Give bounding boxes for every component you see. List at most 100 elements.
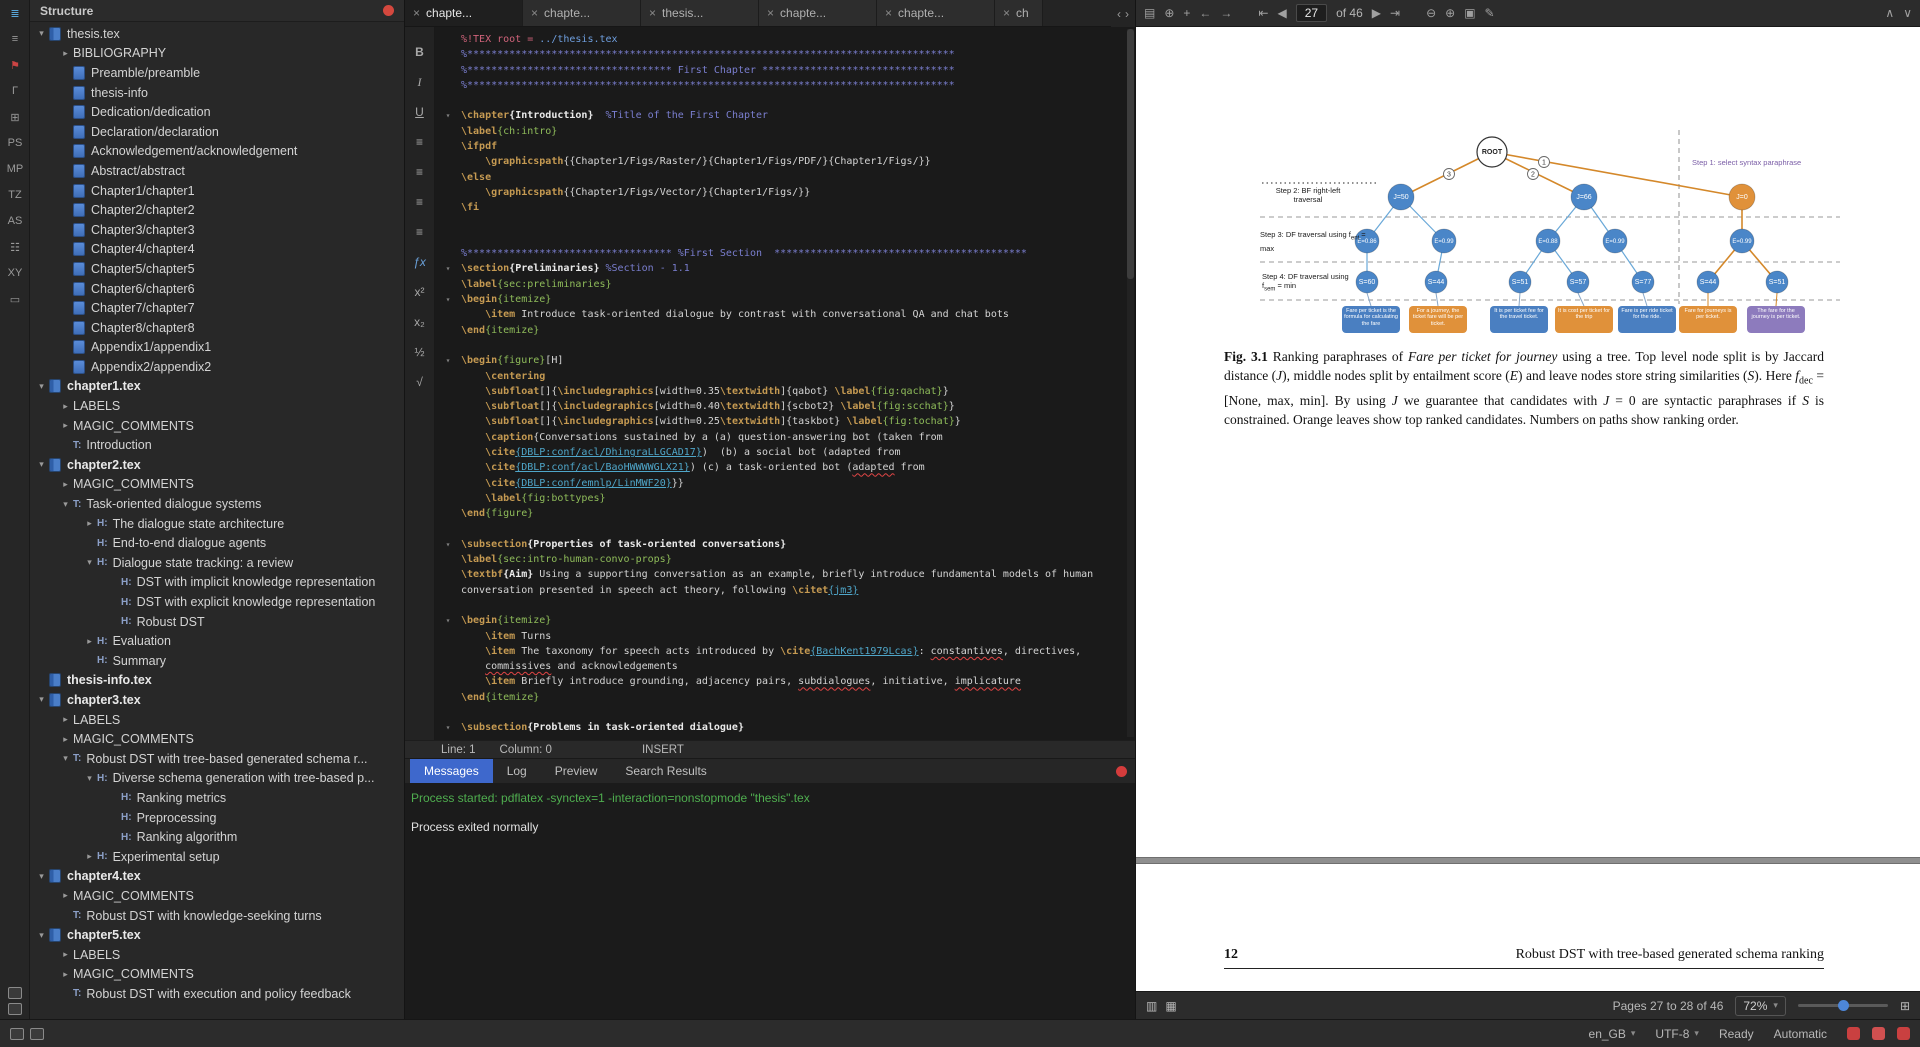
fold-arrow-icon[interactable]: ▾ [435, 108, 461, 123]
tree-item[interactable]: Appendix1/appendix1 [30, 338, 404, 358]
tree-item[interactable]: H:DST with explicit knowledge representa… [30, 592, 404, 612]
close-panel-button[interactable] [383, 5, 394, 16]
panel-tab-search-results[interactable]: Search Results [611, 759, 720, 783]
collapse-arrow-icon[interactable]: ▾ [82, 773, 97, 784]
close-tab-icon[interactable]: × [531, 6, 538, 20]
fold-arrow-icon[interactable]: ▾ [435, 720, 461, 735]
tree-item[interactable]: H:Robust DST [30, 612, 404, 632]
page-layout-icon[interactable]: ▤ [1144, 6, 1155, 20]
close-tab-icon[interactable]: × [413, 6, 420, 20]
last-page-icon[interactable]: ⇥ [1390, 6, 1400, 20]
tree-item[interactable]: ▸MAGIC_COMMENTS [30, 475, 404, 495]
tree-item[interactable]: ▾T:Task-oriented dialogue systems [30, 494, 404, 514]
code-editor[interactable]: %!TEX root = ../thesis.tex%*************… [435, 27, 1135, 740]
metapost-icon[interactable]: MP [0, 156, 30, 182]
scroll-tabs-left-icon[interactable]: ‹ [1117, 7, 1121, 21]
tree-item[interactable]: T:Robust DST with knowledge-seeking turn… [30, 906, 404, 926]
tree-item[interactable]: H:DST with implicit knowledge representa… [30, 573, 404, 593]
editor-tab[interactable]: ×chapte... [759, 0, 877, 26]
tree-item[interactable]: H:End-to-end dialogue agents [30, 533, 404, 553]
expand-arrow-icon[interactable]: ▸ [58, 401, 73, 412]
zoom-in-icon[interactable]: ⊕ [1445, 6, 1455, 20]
symbol-grid-icon[interactable]: ⊞ [0, 104, 30, 130]
panel-tab-preview[interactable]: Preview [541, 759, 612, 783]
underline-icon[interactable]: U [405, 97, 435, 127]
expand-arrow-icon[interactable]: ▸ [82, 518, 97, 529]
fit-window-icon[interactable]: ▣ [1464, 6, 1475, 20]
fold-arrow-icon[interactable]: ▾ [435, 292, 461, 307]
tree-item[interactable]: Chapter8/chapter8 [30, 318, 404, 338]
close-tab-icon[interactable]: × [1003, 6, 1010, 20]
zoom-marquee-icon[interactable]: ⊕ [1164, 6, 1174, 20]
window-layout-icon[interactable] [10, 1028, 24, 1040]
fold-arrow-icon[interactable]: ▾ [435, 613, 461, 628]
fold-arrow-icon[interactable]: ▾ [435, 537, 461, 552]
panel-tab-log[interactable]: Log [493, 759, 541, 783]
next-page-icon[interactable]: ▶ [1372, 6, 1381, 20]
close-tab-icon[interactable]: × [649, 6, 656, 20]
prev-page-icon[interactable]: ◀ [1277, 6, 1286, 20]
tree-item[interactable]: H:Ranking metrics [30, 788, 404, 808]
tree-item[interactable]: Chapter2/chapter2 [30, 200, 404, 220]
tree-item[interactable]: ▸MAGIC_COMMENTS [30, 965, 404, 985]
page-number-input[interactable]: 27 [1296, 4, 1327, 22]
tree-item[interactable]: Declaration/declaration [30, 122, 404, 142]
encoding-selector[interactable]: UTF-8 ▾ [1655, 1027, 1699, 1041]
tree-item[interactable]: T:Introduction [30, 435, 404, 455]
tree-item[interactable]: ▸H:Experimental setup [30, 847, 404, 867]
editor-tab[interactable]: ×chapte... [405, 0, 523, 26]
tree-item[interactable]: ▾T:Robust DST with tree-based generated … [30, 749, 404, 769]
collapse-arrow-icon[interactable]: ▾ [34, 694, 49, 705]
tree-item[interactable]: Dedication/dedication [30, 102, 404, 122]
editor-scrollbar[interactable] [1127, 29, 1134, 737]
tikz-icon[interactable]: TZ [0, 182, 30, 208]
tree-item[interactable]: ▾chapter1.tex [30, 377, 404, 397]
tree-item[interactable]: ▸MAGIC_COMMENTS [30, 729, 404, 749]
italic-icon[interactable]: I [405, 67, 435, 97]
tree-item[interactable]: ▸BIBLIOGRAPHY [30, 44, 404, 64]
panel-toggle-bottom-icon[interactable] [8, 1003, 22, 1015]
tree-item[interactable]: Preamble/preamble [30, 63, 404, 83]
tree-item[interactable]: ▸H:Evaluation [30, 631, 404, 651]
align-right-icon[interactable]: ≡ [405, 187, 435, 217]
tree-item[interactable]: Chapter5/chapter5 [30, 259, 404, 279]
align-center-icon[interactable]: ≡ [405, 157, 435, 187]
editor-tab[interactable]: ×chapte... [523, 0, 641, 26]
fraction-icon[interactable]: ½ [405, 337, 435, 367]
single-page-mode-icon[interactable]: ▥ [1146, 999, 1157, 1013]
collapse-up-icon[interactable]: ∧ [1885, 6, 1894, 20]
tree-item[interactable]: ▾H:Dialogue state tracking: a review [30, 553, 404, 573]
facing-pages-mode-icon[interactable]: ▦ [1165, 999, 1176, 1013]
bookmark-icon[interactable]: ⚑ [0, 52, 30, 78]
tree-item[interactable]: ▾chapter4.tex [30, 867, 404, 887]
editor-scrollbar-thumb[interactable] [1127, 29, 1134, 279]
collapse-arrow-icon[interactable]: ▾ [34, 459, 49, 470]
expand-arrow-icon[interactable]: ▸ [82, 851, 97, 862]
expand-arrow-icon[interactable]: ▸ [58, 48, 73, 59]
scroll-tabs-right-icon[interactable]: › [1125, 7, 1129, 21]
collapse-arrow-icon[interactable]: ▾ [34, 28, 49, 39]
tree-item[interactable]: Chapter4/chapter4 [30, 240, 404, 260]
editor-tab[interactable]: ×ch [995, 0, 1043, 26]
close-tab-icon[interactable]: × [885, 6, 892, 20]
back-icon[interactable]: ← [1199, 6, 1211, 20]
expand-arrow-icon[interactable]: ▸ [58, 714, 73, 725]
align-left-icon[interactable]: ≡ [405, 127, 435, 157]
first-page-icon[interactable]: ⇤ [1258, 6, 1268, 20]
error-badge-icon[interactable] [1847, 1027, 1860, 1040]
tree-item[interactable]: H:Ranking algorithm [30, 827, 404, 847]
symbols-panel-icon[interactable]: ☷ [0, 234, 30, 260]
expand-arrow-icon[interactable]: ▸ [58, 479, 73, 490]
line-symbols-icon[interactable]: ≡ [0, 26, 30, 52]
pstricks-icon[interactable]: PS [0, 130, 30, 156]
tree-item[interactable]: ▾thesis.tex [30, 24, 404, 44]
tree-item[interactable]: ▸H:The dialogue state architecture [30, 514, 404, 534]
zoom-select[interactable]: 72% ▾ [1735, 996, 1786, 1016]
tree-item[interactable]: ▾chapter5.tex [30, 925, 404, 945]
collapse-arrow-icon[interactable]: ▾ [82, 557, 97, 568]
tree-item[interactable]: ▾chapter2.tex [30, 455, 404, 475]
collapse-down-icon[interactable]: ∨ [1903, 6, 1912, 20]
zoom-slider-thumb[interactable] [1838, 1000, 1849, 1011]
language-selector[interactable]: en_GB ▾ [1589, 1027, 1636, 1041]
bold-icon[interactable]: B [405, 37, 435, 67]
